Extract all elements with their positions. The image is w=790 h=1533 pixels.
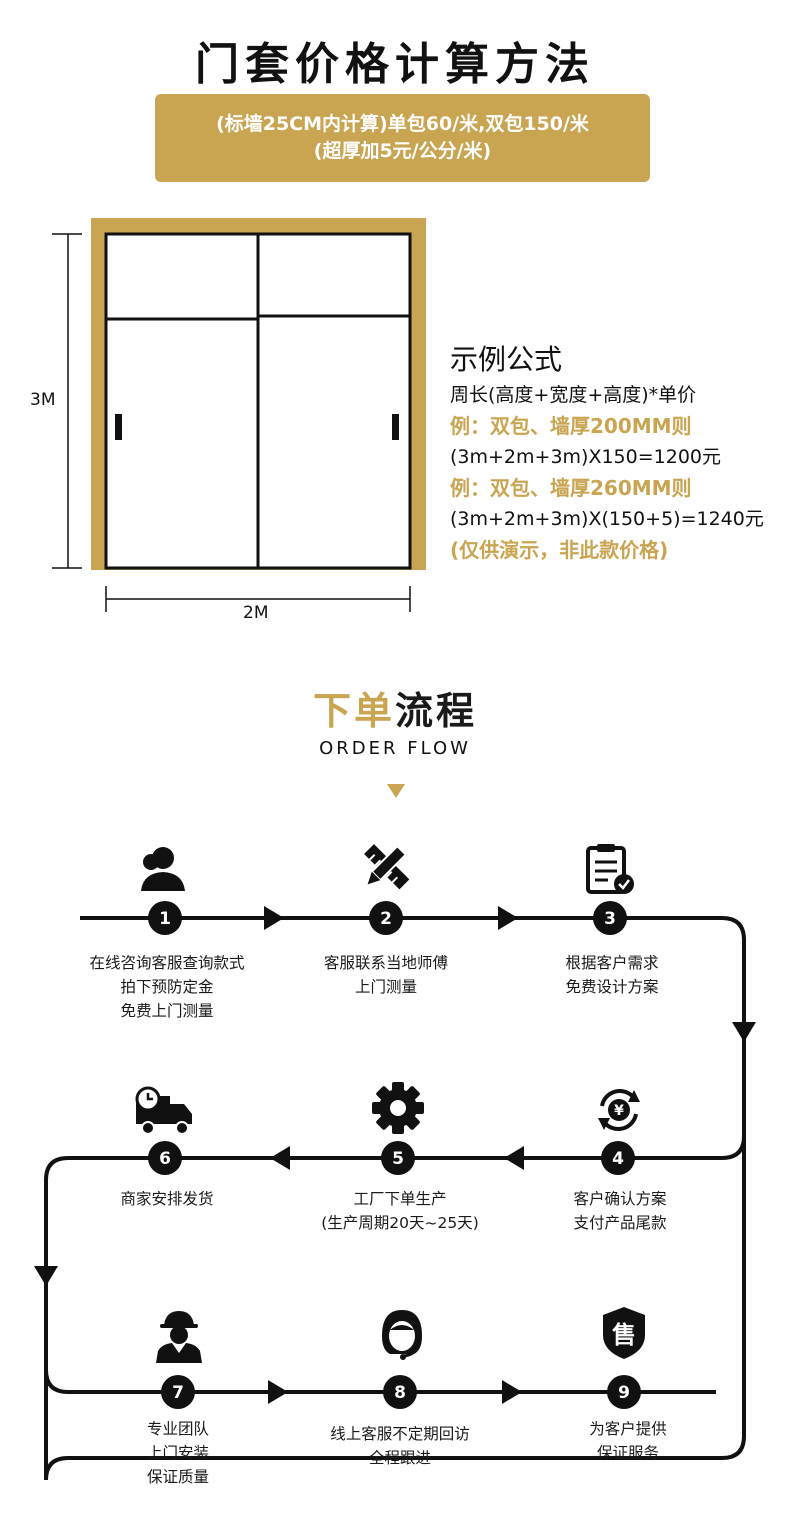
step-text-line: 在线咨询客服查询款式 <box>89 954 245 972</box>
left-door-handle <box>115 414 122 440</box>
step-text-line: 保证服务 <box>596 1444 659 1462</box>
step-text-line: 专业团队 <box>146 1420 209 1438</box>
step-text-line: 免费设计方案 <box>565 978 659 996</box>
arrow-right-3 <box>268 1380 288 1404</box>
step-4-text: 客户确认方案 支付产品尾款 <box>510 1187 730 1235</box>
price-banner: (标墙25CM内计算)单包60/米,双包150/米 (超厚加5元/公分/米) <box>155 94 650 182</box>
step-number: 9 <box>618 1383 630 1403</box>
down-triangle-icon <box>387 784 405 798</box>
step-text-line: (生产周期20天~25天) <box>321 1214 479 1232</box>
user-icon <box>141 847 185 891</box>
arrow-right-1 <box>264 906 284 930</box>
step-text-line: 支付产品尾款 <box>573 1214 667 1232</box>
step-text-line: 线上客服不定期回访 <box>330 1425 470 1443</box>
delivery-truck-icon <box>135 1086 192 1135</box>
step-number: 2 <box>380 909 392 929</box>
width-label: 2M <box>243 603 269 623</box>
step-text-line: 上门测量 <box>354 978 417 996</box>
example-2-title: 例：双包、墙厚260MM则 <box>450 476 692 500</box>
step-text-line: 工厂下单生产 <box>353 1190 447 1208</box>
step-number: 6 <box>159 1149 171 1169</box>
yuan-cycle-icon: ¥ <box>598 1089 640 1131</box>
step-7-text: 专业团队 上门安装 保证质量 <box>68 1417 288 1489</box>
step-number: 4 <box>612 1149 624 1169</box>
step-9-text: 为客户提供 保证服务 <box>518 1417 738 1465</box>
order-flow-subtitle: ORDER FLOW <box>319 738 471 759</box>
step-text-line: 免费上门测量 <box>120 1002 214 1020</box>
step-3-text: 根据客户需求 免费设计方案 <box>502 951 722 999</box>
arrow-down-1 <box>732 1022 756 1042</box>
step-text-line: 客服联系当地师傅 <box>323 954 448 972</box>
step-text-line: 全程跟进 <box>368 1449 431 1467</box>
after-sales-shield-icon: 售 <box>603 1307 645 1359</box>
arrow-down-2 <box>34 1266 58 1286</box>
right-sliding-panel <box>256 314 412 570</box>
step-1-text: 在线咨询客服查询款式 拍下预防定金 免费上门测量 <box>57 951 277 1023</box>
step-number: 1 <box>159 909 171 929</box>
order-flow-title: 下单流程 <box>0 680 790 735</box>
step-text-line: 商家安排发货 <box>120 1190 214 1208</box>
worker-icon <box>156 1311 202 1363</box>
width-dimension-line <box>105 586 411 612</box>
yuan-symbol: ¥ <box>614 1103 624 1119</box>
height-label: 3M <box>30 390 56 410</box>
example-2-calc: (3m+2m+3m)X(150+5)=1240元 <box>450 508 764 530</box>
order-flow-title-gold: 下单 <box>312 689 395 733</box>
page-title: 门套价格计算方法 <box>195 39 595 90</box>
example-1-calc: (3m+2m+3m)X150=1200元 <box>450 446 722 468</box>
step-2-text: 客服联系当地师傅 上门测量 <box>276 951 496 999</box>
gear-icon <box>372 1082 424 1134</box>
right-door-handle <box>392 414 399 440</box>
example-formula: 示例公式 周长(高度+宽度+高度)*单价 例：双包、墙厚200MM则 (3m+2… <box>450 340 780 566</box>
height-dimension-line <box>52 233 82 569</box>
step-text-line: 客户确认方案 <box>573 1190 667 1208</box>
order-flow-title-dark: 流程 <box>395 689 478 733</box>
step-text-line: 根据客户需求 <box>565 954 659 972</box>
arrow-left-1 <box>504 1146 524 1170</box>
step-number: 5 <box>392 1149 404 1169</box>
step-number: 7 <box>172 1383 184 1403</box>
formula-rule: 周长(高度+宽度+高度)*单价 <box>450 384 697 406</box>
step-8-text: 线上客服不定期回访 全程跟进 <box>290 1422 510 1470</box>
demo-note: (仅供演示，非此款价格) <box>450 538 669 562</box>
headset-agent-icon <box>382 1310 422 1360</box>
order-flow-track: 1 2 3 4 5 6 7 8 9 ¥ <box>34 844 756 1481</box>
door-frame-diagram <box>52 218 426 612</box>
formula-heading: 示例公式 <box>450 343 563 376</box>
example-1-title: 例：双包、墙厚200MM则 <box>450 414 692 438</box>
clipboard-check-icon <box>586 844 634 894</box>
step-text-line: 拍下预防定金 <box>120 978 214 996</box>
arrow-left-2 <box>270 1146 290 1170</box>
after-sales-char: 售 <box>612 1321 636 1349</box>
step-text-line: 上门安装 <box>146 1444 209 1462</box>
step-6-text: 商家安排发货 <box>57 1187 277 1211</box>
step-text-line: 为客户提供 <box>589 1420 667 1438</box>
arrow-right-2 <box>498 906 518 930</box>
step-number: 8 <box>394 1383 406 1403</box>
arrow-right-4 <box>502 1380 522 1404</box>
step-text-line: 保证质量 <box>146 1468 209 1486</box>
price-banner-line-1: (标墙25CM内计算)单包60/米,双包150/米 <box>216 113 589 135</box>
step-5-text: 工厂下单生产 (生产周期20天~25天) <box>290 1187 510 1235</box>
step-number: 3 <box>604 909 616 929</box>
pencil-ruler-icon <box>364 844 410 890</box>
price-banner-line-2: (超厚加5元/公分/米) <box>313 140 492 162</box>
